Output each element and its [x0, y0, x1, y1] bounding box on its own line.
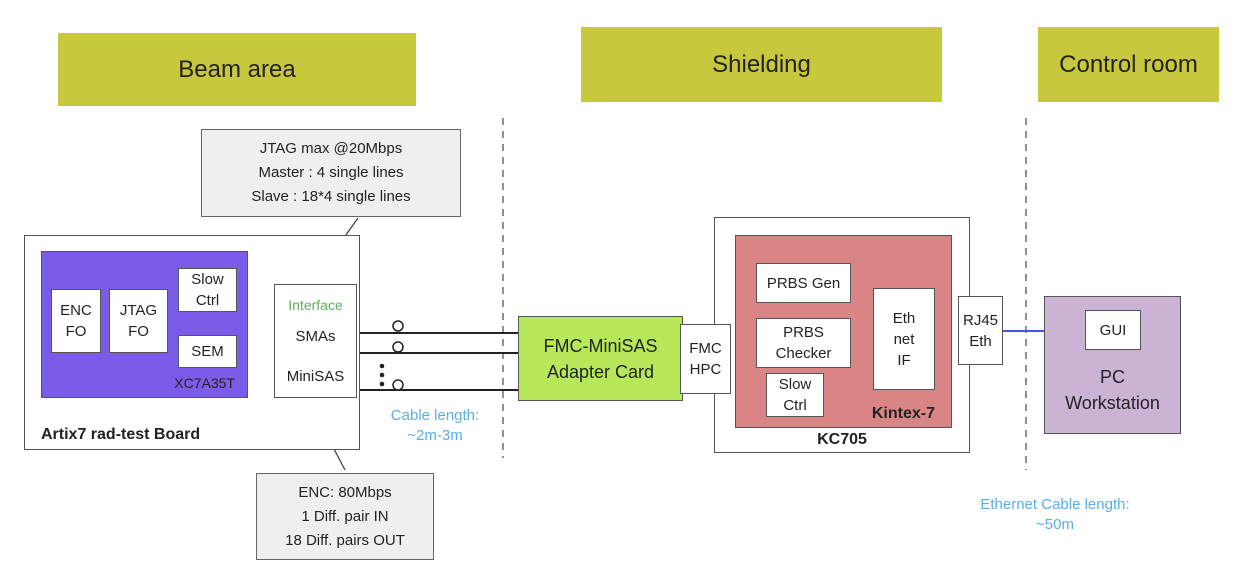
- fmc-hpc-line1: FMC: [689, 340, 722, 357]
- ellipsis-dot-2: [379, 372, 385, 378]
- pc-line2: Workstation: [1065, 393, 1160, 413]
- fmc-hpc-block: FMC HPC: [680, 324, 731, 394]
- gui-label: GUI: [1099, 321, 1127, 339]
- cable-length-line2: ~2m-3m: [407, 427, 463, 444]
- rj45-line2: Eth: [969, 332, 992, 350]
- eth-if-line3: IF: [897, 351, 911, 369]
- rj45-block: RJ45 Eth: [958, 296, 1003, 365]
- cable-length-line1: Cable length:: [390, 407, 480, 424]
- ethernet-if-block: Eth net IF: [873, 288, 935, 390]
- ethernet-cable-line2: ~50m: [1036, 516, 1074, 533]
- jtag-fo-line2: FO: [128, 323, 149, 340]
- eth-if-line2: net: [893, 330, 915, 348]
- region-control-room: Control room: [1038, 27, 1219, 102]
- region-shielding-label: Shielding: [712, 50, 811, 78]
- adapter-line1: FMC-MiniSAS: [543, 335, 658, 356]
- jtag-callout: JTAG max @20Mbps Master : 4 single lines…: [201, 129, 461, 217]
- prbs-gen-label: PRBS Gen: [766, 274, 841, 292]
- region-control-room-label: Control room: [1059, 50, 1198, 78]
- fmc-hpc-line2: HPC: [689, 361, 722, 378]
- interface-label: Interface: [288, 297, 343, 313]
- artix-slow-ctrl-block: Slow Ctrl: [178, 268, 237, 312]
- prbs-checker-block: PRBS Checker: [756, 318, 851, 368]
- enc-callout-line3: 18 Diff. pairs OUT: [285, 531, 405, 549]
- jtag-fo-line1: JTAG: [119, 302, 158, 319]
- region-beam-area-label: Beam area: [178, 55, 296, 83]
- prbs-gen-block: PRBS Gen: [756, 263, 851, 303]
- cable-marker-1: [392, 320, 404, 332]
- minisas-label: MiniSAS: [286, 368, 345, 385]
- sem-label: SEM: [191, 343, 224, 360]
- prbs-checker-line1: PRBS: [783, 324, 824, 341]
- ellipsis-dot-1: [379, 363, 385, 369]
- enc-fo-line1: ENC: [60, 302, 92, 319]
- artix7-board-title: Artix7 rad-test Board: [41, 426, 201, 443]
- artix-slow-ctrl-line1: Slow: [191, 271, 224, 288]
- pc-line1: PC: [1099, 367, 1125, 387]
- enc-fo-block: ENC FO: [51, 289, 101, 353]
- kintex-slow-ctrl-block: Slow Ctrl: [766, 373, 824, 417]
- kintex7-label: Kintex-7: [871, 405, 935, 422]
- enc-fo-line2: FO: [65, 323, 87, 340]
- kc705-label: KC705: [817, 431, 867, 448]
- sem-block: SEM: [178, 335, 237, 368]
- rj45-line1: RJ45: [962, 311, 999, 329]
- cable-marker-2: [392, 341, 404, 353]
- jtag-fo-block: JTAG FO: [109, 289, 168, 353]
- ethernet-cable-line1: Ethernet Cable length:: [980, 496, 1130, 513]
- pc-workstation: GUI PC Workstation: [1044, 296, 1181, 434]
- ethernet-cable-note: Ethernet Cable length: ~50m: [960, 495, 1150, 535]
- kintex-slow-ctrl-line1: Slow: [778, 376, 812, 393]
- adapter-line2: Adapter Card: [546, 361, 655, 382]
- artix7-fpga-label: XC7A35T: [174, 375, 235, 391]
- cable-length-note: Cable length: ~2m-3m: [380, 406, 490, 446]
- smas-label: SMAs: [295, 328, 336, 345]
- gui-block: GUI: [1085, 310, 1141, 350]
- jtag-callout-line1: JTAG max @20Mbps: [259, 140, 403, 157]
- artix-slow-ctrl-line2: Ctrl: [195, 292, 220, 309]
- prbs-checker-line2: Checker: [775, 345, 832, 362]
- jtag-callout-line2: Master : 4 single lines: [258, 164, 404, 181]
- region-beam-area: Beam area: [58, 33, 416, 106]
- ellipsis-dot-3: [379, 381, 385, 387]
- fmc-minisas-adapter: FMC-MiniSAS Adapter Card: [518, 316, 683, 401]
- enc-callout-line1: ENC: 80Mbps: [298, 483, 392, 501]
- interface-block: Interface SMAs MiniSAS: [274, 284, 357, 398]
- enc-callout-line2: 1 Diff. pair IN: [301, 507, 389, 525]
- kintex-slow-ctrl-line2: Ctrl: [783, 397, 807, 414]
- region-shielding: Shielding: [581, 27, 942, 102]
- enc-callout: ENC: 80Mbps 1 Diff. pair IN 18 Diff. pai…: [256, 473, 434, 560]
- cable-marker-3: [392, 379, 404, 391]
- jtag-callout-line3: Slave : 18*4 single lines: [251, 188, 411, 205]
- eth-if-line1: Eth: [892, 309, 916, 327]
